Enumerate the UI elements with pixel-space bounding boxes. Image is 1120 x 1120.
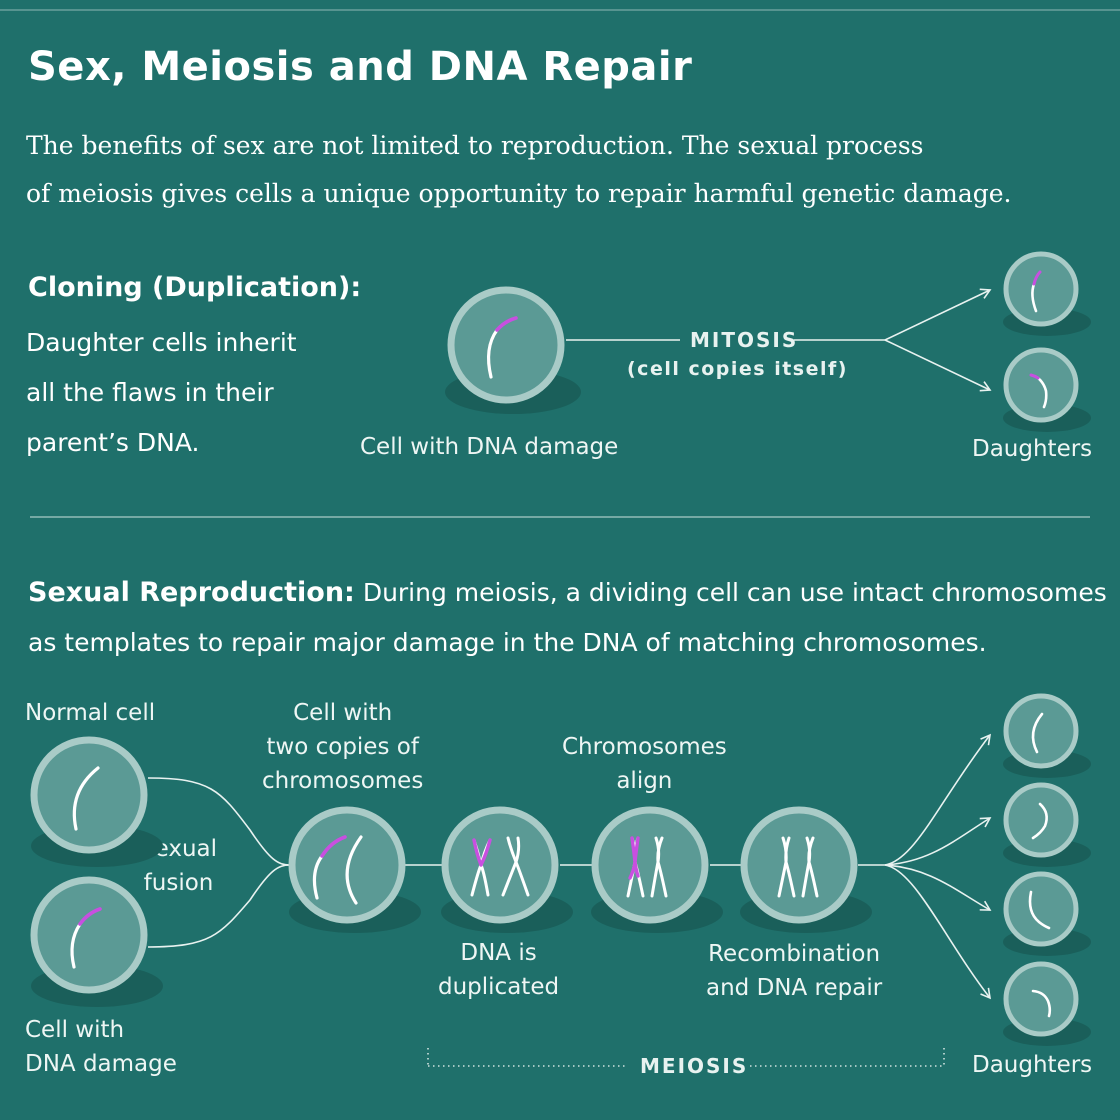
mitosis-label: MITOSIS: [690, 328, 799, 352]
recombined-cell: [740, 806, 872, 933]
two-copies-label: Cell with two copies of chromosomes: [262, 696, 423, 798]
dna-damage-mark: [1032, 270, 1042, 286]
fusion-line-bottom: [147, 864, 291, 948]
cloning-heading: Cloning (Duplication):: [28, 272, 362, 303]
normal-cell: [30, 736, 163, 867]
duplicated-line-1: DNA is: [460, 940, 537, 966]
dna-damage-mark: [320, 835, 347, 858]
intro-line-1: The benefits of sex are not limited to r…: [26, 131, 924, 160]
sexual-daughter-cell-3: [1003, 871, 1091, 956]
fusion-label: Sexual fusion: [140, 832, 217, 900]
chromosome: [72, 766, 100, 831]
damaged-cell-label: Cell with DNA damage: [25, 1013, 177, 1081]
chromosome: [486, 328, 499, 379]
two-copies-line-2: two copies of: [266, 734, 419, 760]
damaged-cell-label-line-1: Cell with: [25, 1017, 125, 1043]
recombination-label: Recombination and DNA repair: [706, 937, 882, 1005]
sexual-daughters-label: Daughters: [972, 1052, 1093, 1078]
cloning-desc-line-2: all the flaws in their: [26, 378, 274, 407]
meiosis-bracket: [427, 1048, 945, 1068]
align-line-2: align: [616, 768, 673, 794]
mitosis-connector: [566, 288, 992, 392]
cloning-daughter-cell-2: [1003, 347, 1091, 432]
sexual-desc-line-2: as templates to repair major damage in t…: [28, 628, 987, 657]
normal-cell-label: Normal cell: [25, 700, 156, 726]
dna-damage-mark: [1029, 373, 1040, 380]
meiosis-fan-out: [858, 733, 992, 1000]
duplicated-label: DNA is duplicated: [438, 936, 559, 1004]
chromosome-pair-intact: [501, 836, 530, 897]
fusion-line-top: [147, 777, 291, 866]
sexual-desc-line-1: Sexual Reproduction: During meiosis, a d…: [28, 568, 1107, 618]
aligned-cell: [591, 806, 723, 933]
sexual-daughter-cell-4: [1003, 961, 1091, 1046]
sexual-desc-line-1-text: During meiosis, a dividing cell can use …: [362, 578, 1107, 607]
dna-damage-mark: [78, 907, 102, 926]
dna-damage-mark: [628, 836, 640, 880]
meiosis-label: MEIOSIS: [640, 1054, 749, 1078]
cloning-desc-line-3: parent’s DNA.: [26, 428, 200, 457]
recombination-line-2: and DNA repair: [706, 975, 883, 1001]
align-label: Chromosomes align: [562, 730, 727, 798]
align-line-1: Chromosomes: [562, 734, 727, 760]
two-copies-line-3: chromosomes: [262, 768, 424, 794]
intro-text: The benefits of sex are not limited to r…: [26, 122, 1011, 218]
two-copies-line-1: Cell with: [293, 700, 393, 726]
cloning-daughter-cell-1: [1003, 251, 1091, 336]
mitosis-sublabel: (cell copies itself): [627, 358, 848, 380]
recombination-line-1: Recombination: [708, 941, 881, 967]
page-title: Sex, Meiosis and DNA Repair: [28, 44, 693, 90]
sexual-heading: Sexual Reproduction:: [28, 577, 355, 608]
cloning-daughters-label: Daughters: [972, 436, 1093, 462]
duplicated-cell: [441, 806, 573, 933]
fusion-label-line-2: fusion: [143, 870, 214, 896]
cloning-desc-line-1: Daughter cells inherit: [26, 328, 297, 357]
cloning-description: Daughter cells inherit all the flaws in …: [26, 318, 297, 468]
damaged-cell-label-line-2: DNA damage: [25, 1051, 177, 1077]
sexual-daughter-cell-2: [1003, 782, 1091, 867]
damaged-cell: [30, 876, 163, 1007]
duplicated-line-2: duplicated: [438, 974, 560, 1000]
intro-line-2: of meiosis gives cells a unique opportun…: [26, 179, 1012, 208]
chromosome: [70, 922, 82, 969]
dna-damage-mark: [495, 316, 518, 332]
cloning-parent-cell: [445, 286, 581, 414]
two-copies-cell: [288, 806, 421, 933]
sexual-daughter-cell-1: [1003, 693, 1091, 778]
sexual-description: Sexual Reproduction: During meiosis, a d…: [28, 568, 1107, 668]
chromosome-pair-damaged: [470, 838, 492, 897]
cloning-cell-label: Cell with DNA damage: [360, 434, 619, 460]
